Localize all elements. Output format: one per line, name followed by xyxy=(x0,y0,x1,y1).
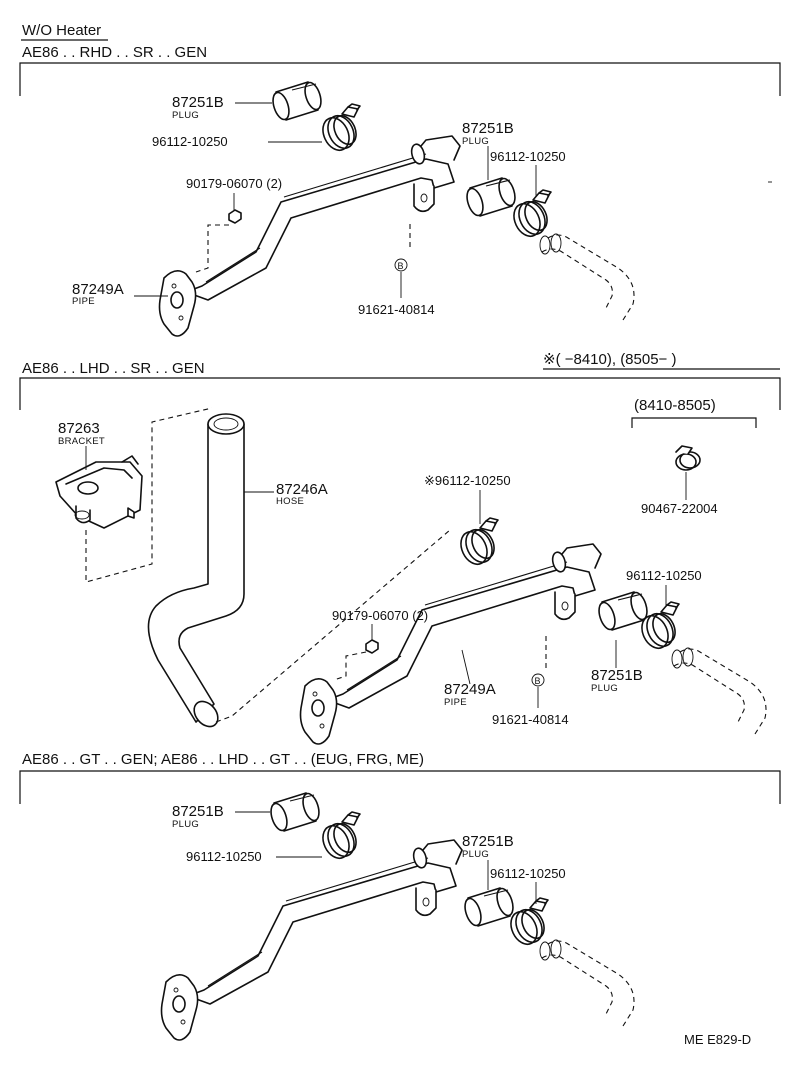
caption-plug-left-1: PLUG xyxy=(172,110,199,121)
label-plug-right-3: 87251B xyxy=(462,833,514,850)
nut-1-leader xyxy=(195,224,229,273)
caption-pipe-2: PIPE xyxy=(444,697,467,708)
bolt-mark-1-text: B xyxy=(398,261,404,271)
label-plug-2: 87251B xyxy=(591,667,643,684)
label-nut-2: 90179-06070 (2) xyxy=(332,608,428,623)
label-clamp-right-3: 96112-10250 xyxy=(490,866,566,881)
label-bolt-1: 91621-40814 xyxy=(358,302,435,317)
nut-2-leader xyxy=(333,651,367,681)
hose-87246a xyxy=(147,413,245,728)
label-plug-right-1: 87251B xyxy=(462,120,514,137)
label-pipe-2: 87249A xyxy=(444,681,496,698)
section-1-frame xyxy=(19,62,781,96)
caption-plug-right-1: PLUG xyxy=(462,136,489,147)
bolt-mark-2 xyxy=(531,673,545,687)
label-clamp-left-1: 96112-10250 xyxy=(152,134,228,149)
leader-pipe-2 xyxy=(461,649,471,685)
label-plug-left-3: 87251B xyxy=(172,803,224,820)
plug-right-1 xyxy=(463,175,519,219)
section-2-note: ※( −8410), (8505− ) xyxy=(543,351,676,368)
nut-2 xyxy=(365,639,379,654)
caption-bracket: BRACKET xyxy=(58,436,105,447)
plug-left-3 xyxy=(267,790,323,834)
label-bracket: 87263 xyxy=(58,420,100,437)
page-title: W/O Heater xyxy=(22,22,101,39)
bolt-mark-2-text: B xyxy=(535,676,541,686)
label-hose: 87246A xyxy=(276,481,328,498)
hose-end-2 xyxy=(671,647,767,735)
clamp-left-1 xyxy=(317,103,362,156)
label-pipe-1: 87249A xyxy=(72,281,124,298)
section-1-title: AE86 . . RHD . . SR . . GEN xyxy=(22,44,207,61)
bracket-87263 xyxy=(55,455,143,529)
nut-1 xyxy=(228,209,242,224)
label-clamp-right-2: 96112-10250 xyxy=(626,568,702,583)
label-clamp-left-3: 96112-10250 xyxy=(186,849,262,864)
clamp-star-2 xyxy=(455,517,500,570)
bolt-mark-1 xyxy=(394,258,408,272)
label-nut-1: 90179-06070 (2) xyxy=(186,176,282,191)
label-range: (8410-8505) xyxy=(634,397,716,414)
section-2-frame xyxy=(19,377,781,410)
section-3-frame xyxy=(19,770,781,804)
hose-end-3 xyxy=(539,939,635,1027)
bracket-leader-dash xyxy=(85,407,213,583)
caption-hose: HOSE xyxy=(276,496,304,507)
label-bolt-2: 91621-40814 xyxy=(492,712,569,727)
caption-pipe-1: PIPE xyxy=(72,296,95,307)
caption-plug-2: PLUG xyxy=(591,683,618,694)
caption-plug-right-3: PLUG xyxy=(462,849,489,860)
pipe-3 xyxy=(160,839,463,1041)
footer-code: ME E829-D xyxy=(684,1032,751,1047)
plug-right-3 xyxy=(461,885,517,929)
section-2-title: AE86 . . LHD . . SR . . GEN xyxy=(22,360,205,377)
hose-end-1 xyxy=(539,233,635,321)
section-3-title: AE86 . . GT . . GEN; AE86 . . LHD . . GT… xyxy=(22,751,424,768)
section-rhd-sr-gen: AE86 . . RHD . . SR . . GEN B 87251B PLU… xyxy=(19,44,781,337)
range-bracket xyxy=(631,417,757,428)
clamp-left-3 xyxy=(317,811,362,864)
label-plug-left-1: 87251B xyxy=(172,94,224,111)
section-lhd-sr-gen: AE86 . . LHD . . SR . . GEN ※( −8410), (… xyxy=(19,351,781,745)
clip-90467 xyxy=(675,445,701,471)
hose-leader-dash xyxy=(215,529,451,723)
plug-left-1 xyxy=(269,79,325,123)
label-clamp-star: ※96112-10250 xyxy=(424,473,511,488)
label-clip: 90467-22004 xyxy=(641,501,718,516)
caption-plug-left-3: PLUG xyxy=(172,819,199,830)
label-clamp-right-1: 96112-10250 xyxy=(490,149,566,164)
section-gt-gen: AE86 . . GT . . GEN; AE86 . . LHD . . GT… xyxy=(19,751,781,1041)
